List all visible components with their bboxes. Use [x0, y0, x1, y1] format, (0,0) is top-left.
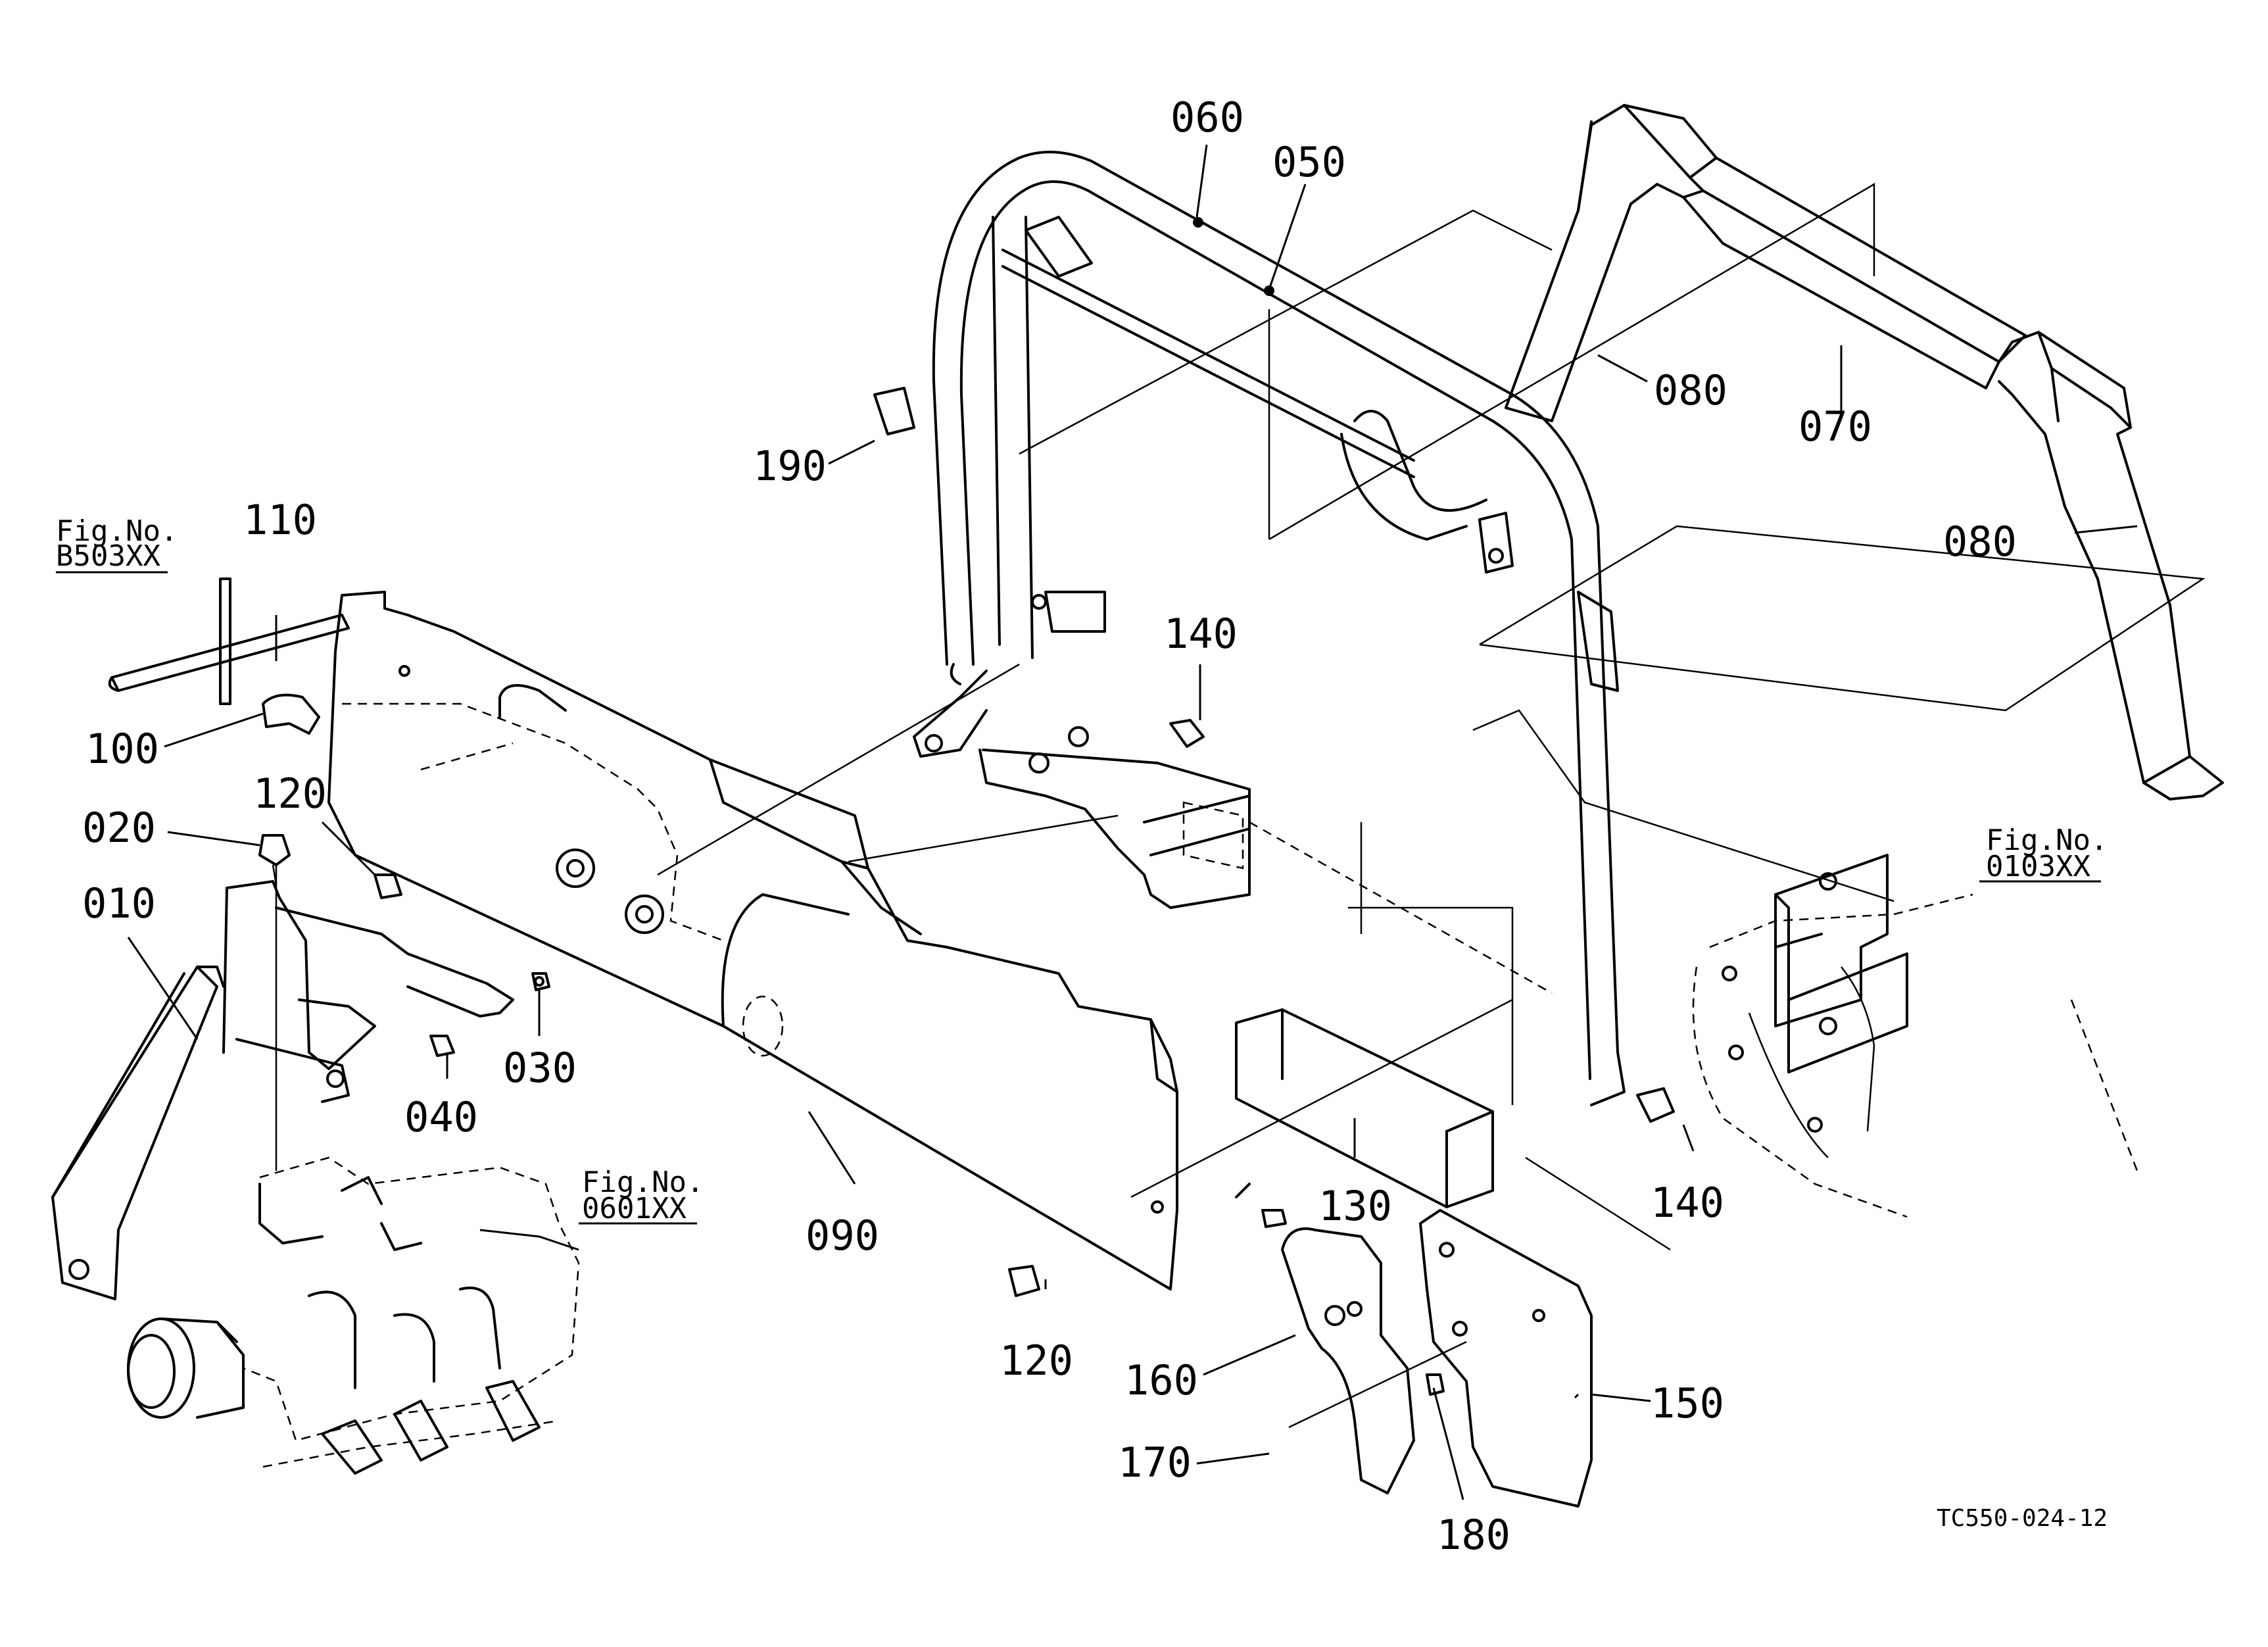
callout-020: 020 [82, 804, 156, 852]
callout-120-left: 120 [253, 770, 327, 818]
drawing-code: TC550-024-12 [1937, 1505, 2108, 1532]
fig-ref-0103-prefix: Fig.No. [1986, 823, 2108, 857]
callout-050: 050 [1272, 138, 1346, 186]
callout-190: 190 [753, 442, 827, 490]
callout-180: 180 [1437, 1511, 1510, 1559]
lower-parts [1235, 1008, 1593, 1508]
callout-140-top: 140 [1164, 610, 1238, 658]
rail-seals [108, 578, 350, 735]
callout-090: 090 [806, 1212, 879, 1260]
callout-130: 130 [1318, 1182, 1392, 1230]
callout-070: 070 [1798, 403, 1872, 451]
fig-ref-0103-number: 0103XX [1986, 850, 2090, 883]
callout-040: 040 [404, 1093, 478, 1141]
callout-080-top: 080 [1654, 366, 1727, 414]
radiator-frame [913, 151, 1626, 1106]
foam-seals [1505, 104, 2224, 800]
callout-080-right: 080 [1943, 518, 2017, 566]
fig-ref-b503-prefix: Fig.No. [56, 514, 178, 548]
intake-manifold [127, 1156, 580, 1475]
fasteners [873, 387, 1675, 1297]
callout-120-bottom: 120 [1000, 1337, 1073, 1385]
callout-160: 160 [1124, 1356, 1198, 1404]
callout-110: 110 [243, 496, 317, 544]
fig-ref-0601-prefix: Fig.No. [582, 1166, 704, 1199]
bracket-assembly [51, 834, 550, 1300]
leader-lines [56, 144, 2138, 1500]
callout-140-bottom: 140 [1651, 1179, 1724, 1227]
fig-ref-0601-number: 0601XX [582, 1192, 687, 1225]
callout-170: 170 [1118, 1438, 1192, 1487]
callout-060: 060 [1170, 93, 1244, 141]
callout-150: 150 [1651, 1379, 1724, 1427]
front-plate [327, 591, 1178, 1291]
guide-lines [657, 182, 2206, 1429]
fig-ref-b503-number: B503XX [56, 539, 160, 573]
callout-030: 030 [503, 1044, 577, 1092]
engine-housing [1692, 854, 2138, 1218]
callout-010: 010 [82, 879, 156, 927]
callout-100: 100 [85, 725, 159, 773]
